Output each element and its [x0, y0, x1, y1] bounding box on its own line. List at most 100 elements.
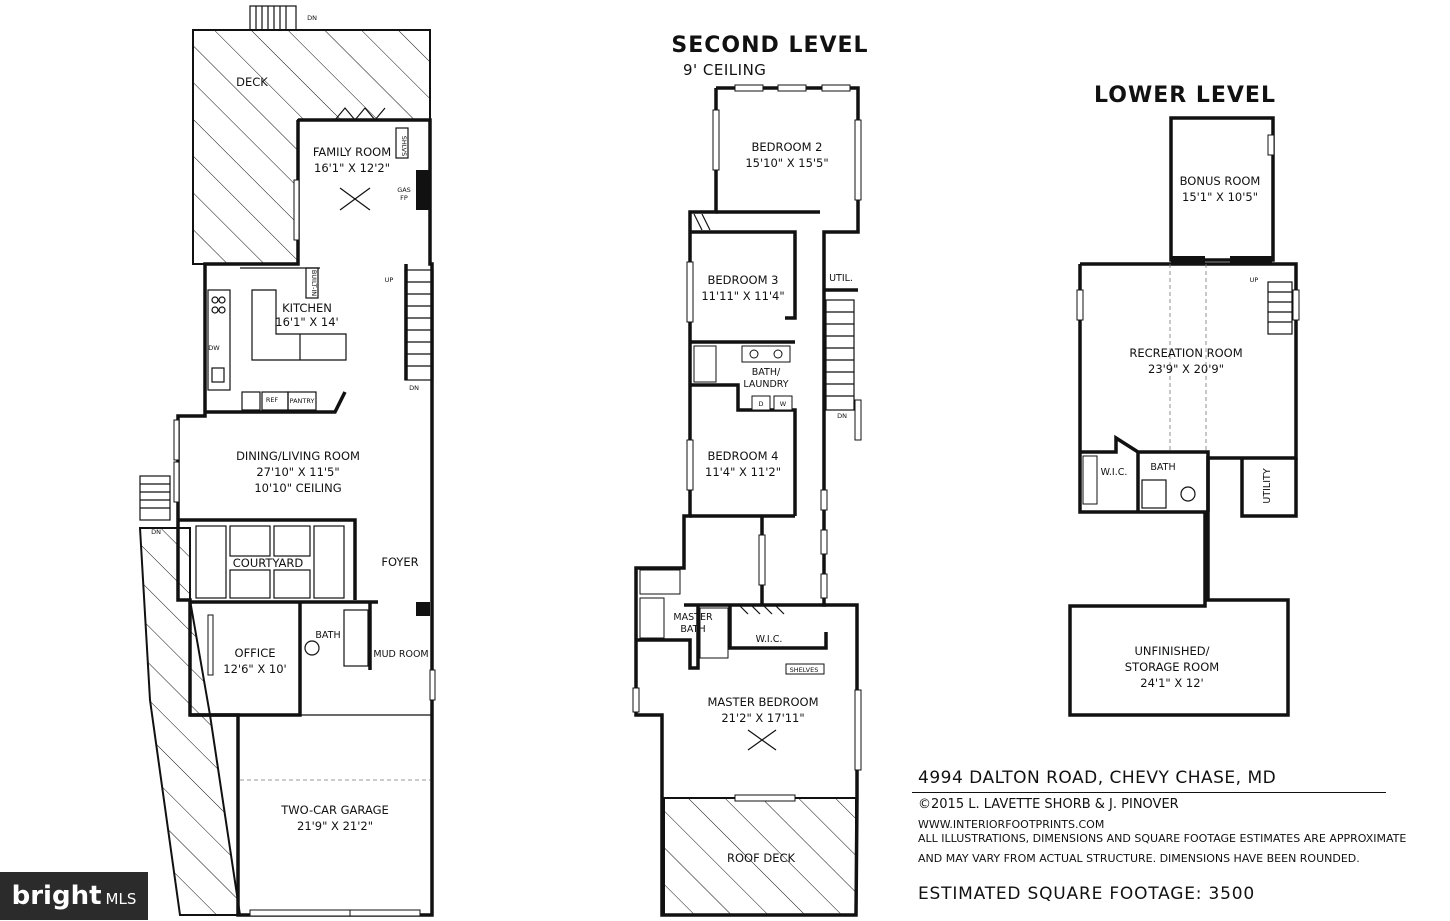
washer-label: W	[780, 400, 787, 408]
lower-level-title: LOWER LEVEL	[1094, 83, 1276, 108]
side-stair	[139, 475, 171, 521]
util-label: UTIL.	[829, 273, 853, 284]
utility-walls	[1240, 458, 1298, 518]
kitchen-dims: 16'1" X 14'	[275, 315, 338, 329]
bath-laundry-label-2: LAUNDRY	[743, 379, 788, 390]
dryer-label: D	[758, 400, 763, 408]
family-room-dims: 16'1" X 12'2"	[314, 161, 390, 175]
shelves-label: SHLVS	[400, 136, 408, 157]
stair-up-label: UP	[385, 276, 394, 284]
pantry-label: PANTRY	[290, 397, 315, 405]
family-room-label: FAMILY ROOM	[313, 145, 391, 159]
lower-wic-label: W.I.C.	[1101, 467, 1128, 478]
bonus-room-label: BONUS ROOM	[1180, 174, 1261, 188]
ceiling-fan-icon	[339, 187, 371, 211]
unfinished-label-2: STORAGE ROOM	[1125, 660, 1219, 674]
courtyard-label: COURTYARD	[233, 556, 304, 570]
square-footage: ESTIMATED SQUARE FOOTAGE: 3500	[918, 884, 1255, 904]
website: WWW.INTERIORFOOTPRINTS.COM	[918, 818, 1105, 831]
bedroom3-dims: 11'11" X 11'4"	[701, 289, 784, 303]
kitchen-counter	[207, 289, 231, 391]
main-level-plan	[138, 5, 436, 917]
garage-dims: 21'9" X 21'2"	[297, 819, 373, 833]
deck-stair-dn-label: DN	[307, 14, 317, 22]
lower-level-labels: LOWER LEVEL BONUS ROOM 15'1" X 10'5" REC…	[1094, 83, 1276, 690]
bright-mls-logo: bright MLS	[0, 872, 148, 920]
logo-suffix: MLS	[105, 890, 137, 908]
address-rule	[912, 792, 1386, 793]
master-bedroom-dims: 21'2" X 17'11"	[721, 711, 804, 725]
copyright: ©2015 L. LAVETTE SHORB & J. PINOVER	[918, 797, 1179, 812]
main-stair	[404, 269, 434, 381]
side-walkway-area	[138, 527, 242, 916]
bedroom4-label: BEDROOM 4	[708, 449, 779, 463]
recreation-room-label: RECREATION ROOM	[1129, 346, 1242, 360]
unfinished-dims: 24'1" X 12'	[1140, 676, 1203, 690]
second-stair	[825, 299, 855, 411]
deck-label: DECK	[236, 75, 268, 89]
ref-label: REF	[266, 396, 279, 404]
wic-label: W.I.C.	[756, 634, 783, 645]
lower-stair	[1267, 281, 1293, 335]
dining-living-label: DINING/LIVING ROOM	[236, 449, 360, 463]
unfinished-label-1: UNFINISHED/	[1135, 644, 1210, 658]
bedroom4-dims: 11'4" X 11'2"	[705, 465, 781, 479]
logo-brand: bright	[11, 881, 102, 911]
office-dims: 12'6" X 10'	[223, 662, 286, 676]
kitchen-label: KITCHEN	[282, 301, 332, 315]
built-in-label: BUILT-IN	[310, 270, 318, 296]
main-bath-label: BATH	[315, 630, 340, 641]
lower-level-plan	[1068, 116, 1300, 717]
gas-label: GAS	[397, 186, 411, 194]
deck-stair	[249, 5, 297, 31]
stair-dn-label: DN	[409, 384, 419, 392]
kitchen-lower-wall	[205, 391, 347, 414]
kitchen-island	[251, 289, 347, 361]
bedroom3-label: BEDROOM 3	[708, 273, 779, 287]
second-level-labels: SECOND LEVEL 9' CEILING BEDROOM 2 15'10"…	[671, 33, 868, 865]
lower-stair-up-label: UP	[1250, 276, 1259, 284]
bath-laundry-label-1: BATH/	[752, 367, 781, 378]
roof-deck-label: ROOF DECK	[727, 851, 796, 865]
address: 4994 DALTON ROAD, CHEVY CHASE, MD	[918, 768, 1277, 788]
second-level-title: SECOND LEVEL	[671, 33, 868, 58]
foyer-label: FOYER	[381, 555, 418, 569]
wic-walls	[728, 605, 828, 650]
bonus-room-walls	[1169, 116, 1275, 262]
family-room-doors	[334, 107, 386, 121]
lower-bath-walls	[1080, 434, 1210, 512]
office-label: OFFICE	[235, 646, 276, 660]
side-stair-dn-label: DN	[151, 528, 161, 536]
courtyard-top-wall	[178, 518, 357, 600]
mud-room-label: MUD ROOM	[373, 649, 428, 660]
dining-living-ceiling: 10'10" CEILING	[254, 481, 341, 495]
bedroom2-label: BEDROOM 2	[752, 140, 823, 154]
dw-label: DW	[208, 344, 220, 352]
bedroom3-walls	[690, 230, 797, 320]
deck-area	[192, 29, 431, 265]
bath-laundry-walls	[690, 383, 797, 484]
shelves-label-2: SHELVES	[790, 666, 819, 674]
recreation-room-dims: 23'9" X 20'9"	[1148, 362, 1224, 376]
courtyard-planters	[195, 525, 345, 599]
lower-bath-label: BATH	[1150, 462, 1175, 473]
disclaimer-line-2: AND MAY VARY FROM ACTUAL STRUCTURE. DIME…	[918, 852, 1360, 865]
second-level-subtitle: 9' CEILING	[683, 61, 766, 79]
bonus-room-dims: 15'1" X 10'5"	[1182, 190, 1258, 204]
gas-fireplace	[416, 170, 430, 210]
master-bath-label-1: MASTER	[673, 612, 713, 623]
garage-label: TWO-CAR GARAGE	[280, 803, 389, 817]
utility-label: UTILITY	[1262, 468, 1273, 503]
second-stair-dn-label: DN	[837, 412, 847, 420]
master-ceiling-fan-icon	[747, 729, 777, 751]
second-level-plan	[632, 84, 862, 917]
disclaimer-line-1: ALL ILLUSTRATIONS, DIMENSIONS AND SQUARE…	[918, 832, 1407, 845]
master-bedroom-label: MASTER BEDROOM	[707, 695, 818, 709]
fp-label: FP	[400, 194, 408, 202]
main-level-labels: DECK FAMILY ROOM 16'1" X 12'2" KITCHEN 1…	[151, 14, 429, 833]
plan-info-block: 4994 DALTON ROAD, CHEVY CHASE, MD ©2015 …	[912, 768, 1438, 921]
master-bath-walls	[636, 605, 700, 670]
master-bath-label-2: BATH	[680, 624, 705, 635]
dining-living-dims: 27'10" X 11'5"	[256, 465, 339, 479]
